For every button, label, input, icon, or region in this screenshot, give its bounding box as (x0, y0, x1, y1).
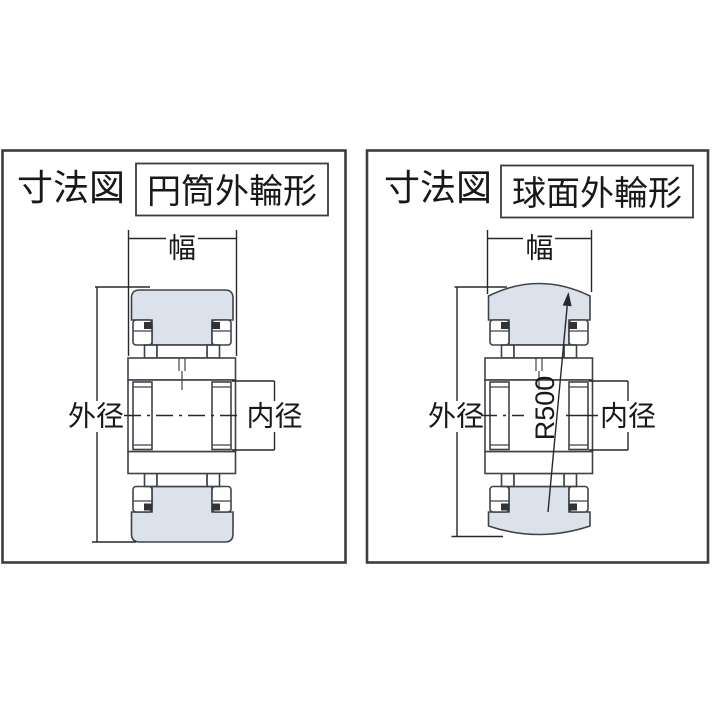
panel-cylindrical: 寸法図 円筒外輪形 幅 (1, 149, 347, 564)
width-dimension-right: 幅 (486, 230, 593, 294)
cage (156, 344, 208, 359)
retaining-lip (569, 503, 577, 511)
inner-diameter-label-right: 内径 (600, 401, 656, 432)
type-label-box-right (500, 164, 694, 219)
retaining-lip (501, 322, 509, 329)
type-label-right: 球面外輪形 (512, 175, 682, 213)
grease-hole (178, 358, 186, 390)
radius-annotation: R500 (530, 292, 572, 513)
bearing-cylindrical (124, 289, 242, 543)
panel-title-right: 寸法図 (384, 167, 492, 208)
outer-diameter-label-right: 外径 (428, 401, 484, 432)
grease-hole (535, 358, 543, 390)
width-label-left: 幅 (168, 233, 196, 264)
cage (513, 344, 565, 359)
radius-label: R500 (530, 376, 560, 441)
cage (513, 472, 565, 488)
width-dimension-left: 幅 (127, 230, 238, 356)
cage (156, 472, 208, 488)
type-label-left: 円筒外輪形 (147, 173, 317, 211)
outer-diameter-label-left: 外径 (68, 401, 124, 432)
inner-diameter-dimension-left: 内径 (232, 380, 303, 451)
retaining-lip (144, 503, 152, 511)
type-label-box-left (135, 162, 329, 217)
outer-diameter-dimension-right: 外径 (428, 286, 507, 538)
inner-diameter-label-left: 内径 (246, 401, 302, 432)
retaining-lip (144, 322, 152, 329)
panel-title-left: 寸法図 (17, 167, 125, 208)
inner-diameter-dimension-right: 内径 (589, 380, 656, 451)
panel-spherical: 寸法図 球面外輪形 幅 (365, 149, 710, 564)
outer-diameter-dimension-left: 外径 (68, 286, 150, 543)
inner-ring-band (127, 450, 237, 475)
retaining-lip (501, 503, 509, 511)
radius-arrowhead (562, 292, 572, 307)
retaining-lip (212, 503, 220, 511)
bearing-spherical: R500 (481, 282, 598, 536)
width-label-right: 幅 (525, 233, 553, 264)
retaining-lip (212, 322, 220, 329)
inner-ring-band (484, 450, 594, 475)
retaining-lip (569, 322, 577, 329)
